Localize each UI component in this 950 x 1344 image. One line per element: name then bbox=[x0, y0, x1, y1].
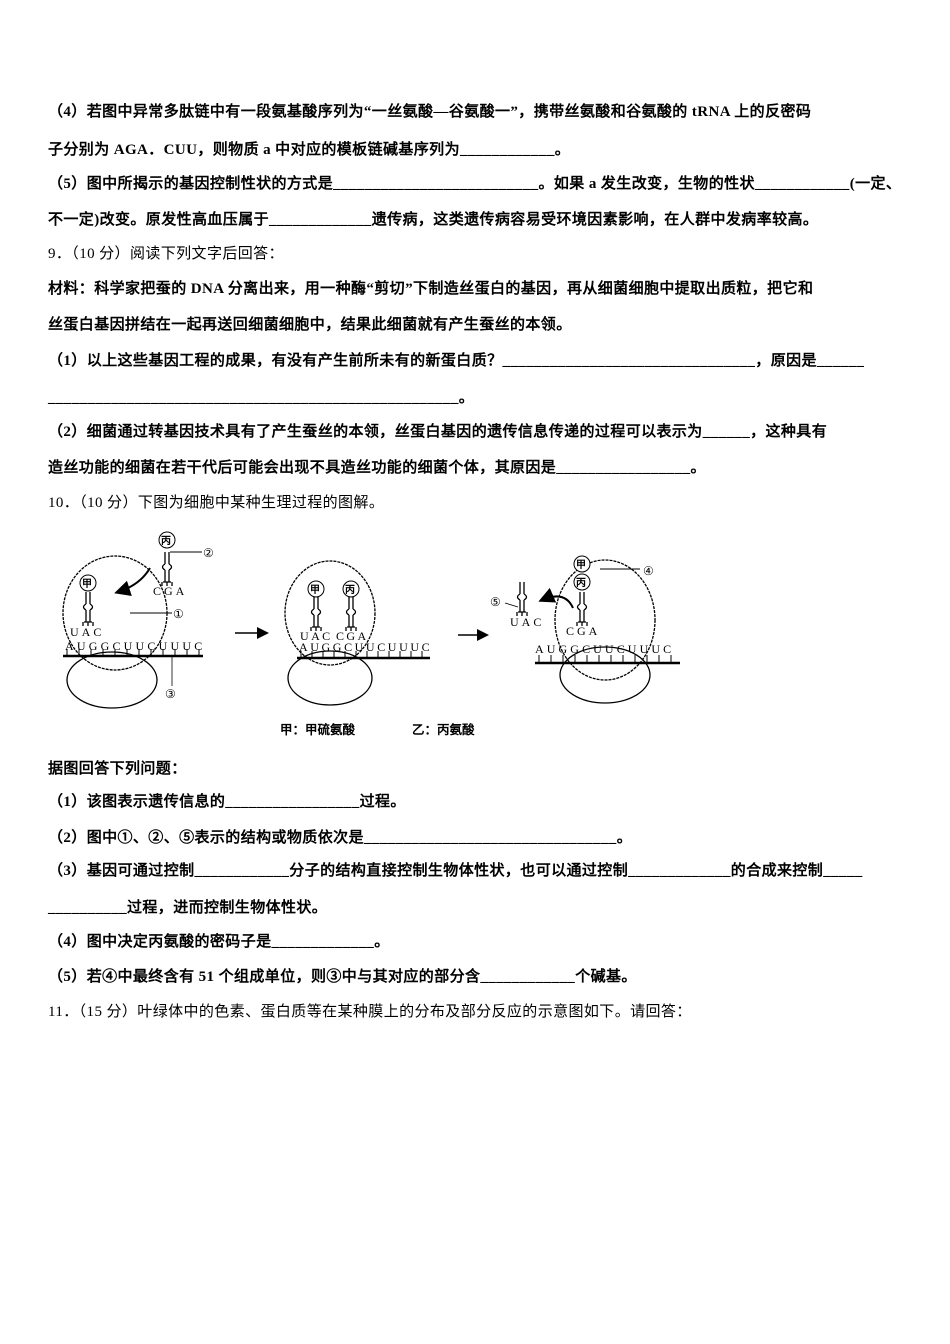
q10-part5: （5）若④中最终含有 51 个组成单位，则③中与其对应的部分含_________… bbox=[48, 969, 637, 985]
legend-jia: 甲：甲硫氨酸 bbox=[280, 722, 356, 737]
panel-2: AUGGCUUCUUUC UAC CGA 甲 丙 bbox=[284, 560, 432, 706]
mrna-sequence-2: AUGGCUUCUUUC bbox=[299, 640, 432, 654]
amino-jia-2: 甲 bbox=[310, 584, 320, 596]
q8-part5-line2: 不一定)改变。原发性高血压属于_____________遗传病，这类遗传病容易受… bbox=[48, 212, 819, 228]
anticodon-cga: CGA bbox=[153, 584, 187, 598]
amino-jia-3: 甲 bbox=[576, 559, 586, 571]
q10-intro: 据图回答下列问题： bbox=[48, 761, 187, 777]
panel-1: AUGGCUUCUUUC UAC 甲 丙 CGA ② ① ③ bbox=[62, 531, 214, 709]
label-5: ⑤ bbox=[490, 595, 501, 609]
q9-header: 9．（10 分）阅读下列文字后回答： bbox=[48, 246, 284, 262]
q10-part3-line2: __________过程，进而控制生物体性状。 bbox=[48, 900, 328, 916]
q11-header: 11．（15 分）叶绿体中的色素、蛋白质等在某种膜上的分布及部分反应的示意图如下… bbox=[48, 1004, 692, 1020]
q8-part4-line2: 子分别为 AGA．CUU，则物质 a 中对应的模板链碱基序列为_________… bbox=[48, 142, 571, 158]
translation-diagram: AUGGCUUCUUUC UAC 甲 丙 CGA ② ① ③ AUGGCUUCU… bbox=[62, 531, 680, 737]
panel-3: AUGGCUUCUUUC CGA 丙 甲 ④ UAC ⑤ bbox=[490, 555, 680, 704]
mrna-sequence: AUGGCUUCUUUC bbox=[65, 639, 205, 653]
anticodon-uac: UAC bbox=[70, 625, 104, 639]
label-4: ④ bbox=[643, 564, 654, 578]
q10-part3-line1: （3）基因可通过控制____________分子的结构直接控制生物体性状，也可以… bbox=[48, 863, 863, 879]
q10-header: 10．（10 分）下图为细胞中某种生理过程的图解。 bbox=[48, 495, 385, 511]
label-1: ① bbox=[173, 607, 184, 621]
q9-part1-line1: （1）以上这些基因工程的成果，有没有产生前所未有的新蛋白质？__________… bbox=[48, 353, 865, 369]
q9-part2-line2: 造丝功能的细菌在若干代后可能会出现不具造丝功能的细菌个体，其原因是_______… bbox=[48, 460, 706, 476]
amino-bing-2: 丙 bbox=[345, 584, 355, 596]
amino-bing-3: 丙 bbox=[576, 577, 586, 589]
q9-material-line2: 丝蛋白基因拼结在一起再送回细菌细胞中，结果此细菌就有产生蚕丝的本领。 bbox=[48, 317, 572, 333]
q9-material-line1: 材料：科学家把蚕的 DNA 分离出来，用一种酶“剪切”下制造丝蛋白的基因，再从细… bbox=[48, 281, 814, 297]
q9-part1-line2: ________________________________________… bbox=[48, 390, 475, 406]
ribosome-small-subunit bbox=[66, 651, 158, 709]
amino-jia: 甲 bbox=[82, 578, 92, 590]
anticodon-uac-2: UAC bbox=[300, 629, 333, 643]
q9-part2-line1: （2）细菌通过转基因技术具有了产生蚕丝的本领，丝蛋白基因的遗传信息传递的过程可以… bbox=[48, 424, 828, 440]
anticodon-uac-3: UAC bbox=[510, 615, 544, 629]
amino-bing: 丙 bbox=[161, 535, 171, 547]
legend-yi: 乙：丙氨酸 bbox=[412, 722, 475, 737]
q10-part4: （4）图中决定丙氨酸的密码子是_____________。 bbox=[48, 934, 390, 950]
mrna-sequence-3: AUGGCUUCUUUC bbox=[535, 642, 674, 656]
q10-part2: （2）图中①、②、⑤表示的结构或物质依次是___________________… bbox=[48, 830, 633, 846]
label-2: ② bbox=[203, 546, 214, 560]
anticodon-cga-3: CGA bbox=[566, 624, 600, 638]
label-3: ③ bbox=[165, 687, 176, 701]
q10-part1: （1）该图表示遗传信息的_________________过程。 bbox=[48, 794, 406, 810]
anticodon-cga-2: CGA bbox=[336, 629, 369, 643]
q8-part4-line1: （4）若图中异常多肽链中有一段氨基酸序列为“一丝氨酸—谷氨酸一”，携带丝氨酸和谷… bbox=[48, 104, 812, 120]
q8-part5-line1: （5）图中所揭示的基因控制性状的方式是_____________________… bbox=[48, 176, 902, 192]
